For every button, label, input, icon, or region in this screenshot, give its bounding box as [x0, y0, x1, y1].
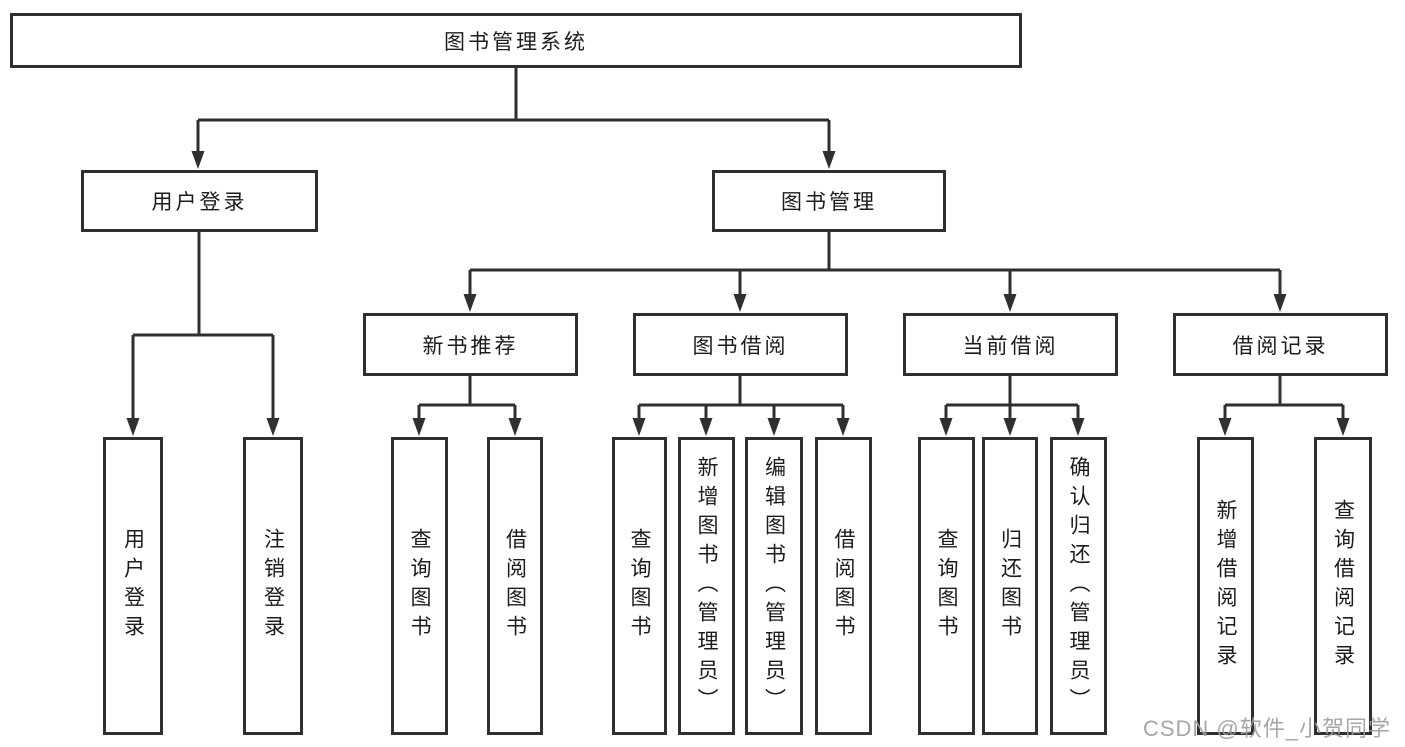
node-book-borrow-label: 图书借阅 [692, 334, 789, 358]
node-borrow-records: 借阅记录 [1173, 313, 1388, 376]
leaf-records-query: 查询借阅记录 [1314, 437, 1372, 735]
leaf-current-return: 归还图书 [982, 437, 1038, 735]
leaf-borrow-borrow: 借阅图书 [815, 437, 872, 735]
leaf-logout-label: 注销登录 [261, 528, 285, 644]
node-root: 图书管理系统 [10, 13, 1022, 68]
node-current-borrow: 当前借阅 [903, 313, 1118, 376]
leaf-borrow-query-label: 查询图书 [628, 528, 651, 644]
leaf-borrow-edit-admin-label: 编辑图书（管理员） [762, 455, 786, 717]
node-current-borrow-label: 当前借阅 [962, 334, 1059, 358]
node-borrow-records-label: 借阅记录 [1232, 334, 1329, 358]
leaf-newbook-borrow-label: 借阅图书 [503, 528, 527, 644]
leaf-current-query-label: 查询图书 [935, 528, 958, 644]
connector-strokes [131, 68, 1345, 420]
leaf-borrow-add-admin-label: 新增图书（管理员） [695, 455, 718, 717]
leaf-newbook-borrow: 借阅图书 [487, 437, 543, 735]
leaf-borrow-query: 查询图书 [612, 437, 667, 735]
node-book-borrow: 图书借阅 [633, 313, 848, 376]
arrowheads [126, 151, 1350, 436]
leaf-current-return-label: 归还图书 [998, 528, 1022, 644]
leaf-borrow-borrow-label: 借阅图书 [832, 528, 855, 644]
leaf-newbook-query-label: 查询图书 [408, 528, 431, 644]
leaf-records-add: 新增借阅记录 [1197, 437, 1254, 735]
leaf-borrow-edit-admin: 编辑图书（管理员） [745, 437, 803, 735]
node-new-book-recommend: 新书推荐 [363, 313, 578, 376]
leaf-user-login-label: 用户登录 [121, 528, 145, 644]
leaf-newbook-query: 查询图书 [391, 437, 448, 735]
leaf-current-confirm-return-admin-label: 确认归还（管理员） [1067, 455, 1090, 717]
leaf-current-confirm-return-admin: 确认归还（管理员） [1050, 437, 1107, 735]
csdn-watermark: CSDN @软件_小贺同学 [1142, 716, 1391, 741]
leaf-current-query: 查询图书 [918, 437, 975, 735]
node-user-login: 用户登录 [81, 170, 318, 232]
leaf-logout: 注销登录 [243, 437, 303, 735]
leaf-records-query-label: 查询借阅记录 [1331, 499, 1355, 673]
node-user-login-label: 用户登录 [151, 191, 248, 214]
leaf-user-login: 用户登录 [103, 437, 163, 735]
leaf-borrow-add-admin: 新增图书（管理员） [678, 437, 735, 735]
leaf-records-add-label: 新增借阅记录 [1214, 499, 1237, 673]
node-book-management-label: 图书管理 [781, 191, 877, 214]
node-book-management: 图书管理 [712, 170, 946, 232]
node-new-book-recommend-label: 新书推荐 [422, 334, 519, 358]
node-root-label: 图书管理系统 [444, 30, 588, 54]
